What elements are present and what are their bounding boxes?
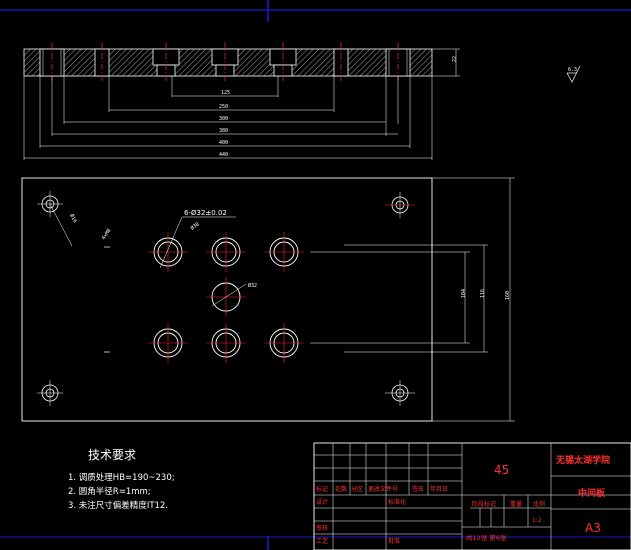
center-hole: Ø32 [206, 277, 257, 317]
main-hole [264, 232, 304, 272]
main-hole [264, 323, 304, 363]
dim-300: 300 [219, 116, 228, 122]
dim-440: 440 [219, 152, 228, 158]
sheet-count: 共12张 第6张 [466, 533, 507, 542]
material: 45 [494, 463, 509, 477]
sheet-size: A3 [585, 521, 601, 535]
dim-104: 104 [461, 289, 467, 298]
tech-item-3: 3. 未注尺寸偏差精度IT12. [68, 500, 168, 511]
dim-125: 125 [221, 90, 230, 96]
dim-250: 250 [219, 104, 228, 110]
corner-hole-br [385, 380, 415, 406]
part-name: 中间板 [578, 487, 606, 499]
corner-hole-tr [385, 192, 415, 218]
process-label: 工艺 [316, 537, 328, 545]
surface-roughness-symbol: 6.3 [566, 65, 581, 83]
tech-title: 技术要求 [88, 448, 136, 462]
corner-hole-thread: 4×M8 [101, 228, 113, 241]
title-block: 45 无锡太湖学院 中间板 A3 标记 处数 分区 更改文件号 签名 年月日 设… [313, 442, 631, 550]
plan-view: 160 Ø16 4×M8 [21, 177, 515, 422]
dim-116: 116 [480, 289, 486, 298]
main-hole [206, 232, 246, 272]
design-label: 设计 [316, 498, 328, 506]
hdr-count: 处数 [335, 485, 347, 493]
scale-value: 1:2 [532, 517, 542, 524]
hdr-change-doc: 更改文件号 [368, 485, 398, 493]
hole-callout: 6-Ø32±0.02 [184, 209, 227, 217]
dim-380: 380 [219, 128, 228, 134]
review-label: 审核 [316, 524, 328, 532]
hole-diameter-label: Ø38 [189, 221, 200, 232]
main-hole [206, 323, 246, 363]
main-hole [148, 323, 188, 363]
roughness-value: 6.3 [568, 67, 577, 73]
main-holes [148, 232, 304, 363]
center-hole-label: Ø32 [248, 282, 257, 289]
tech-requirements: 技术要求 1. 调质处理HB=190~230; 2. 圆角半径R=1mm; 3.… [68, 448, 175, 511]
hdr-sign: 签名 [412, 485, 424, 493]
school-name: 无锡太湖学院 [555, 454, 610, 466]
dim-400: 400 [219, 140, 228, 146]
main-hole [148, 232, 188, 272]
tech-item-2: 2. 圆角半径R=1mm; [68, 486, 151, 497]
standardize-label: 标准化 [388, 498, 406, 506]
weight-label: 重量 [510, 500, 522, 508]
dim-160: 160 [505, 291, 511, 300]
tech-item-1: 1. 调质处理HB=190~230; [68, 472, 175, 483]
hdr-date: 年月日 [430, 485, 448, 493]
approve-label: 批准 [388, 537, 400, 545]
stage-mark-label: 阶段标记 [472, 500, 496, 508]
thickness-dim: 22 [452, 56, 458, 62]
scale-label: 比例 [533, 500, 545, 508]
hdr-marks: 标记 [316, 485, 328, 493]
section-view: 22 125 250 300 380 400 440 [23, 42, 460, 160]
corner-hole-dia: Ø16 [68, 213, 78, 224]
corner-hole-bl [37, 380, 63, 406]
hdr-zone: 分区 [351, 485, 363, 493]
